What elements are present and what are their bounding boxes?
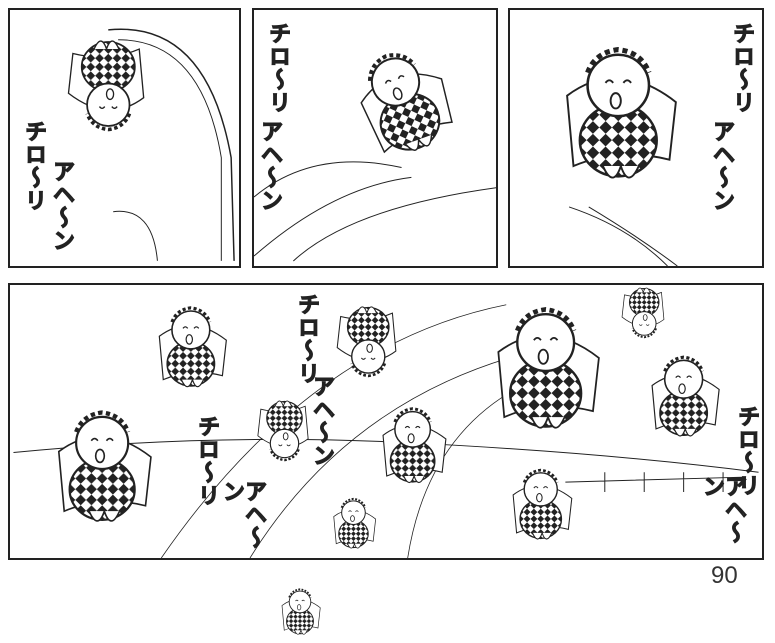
panel-2-art [254,39,496,262]
panel-4-art [13,286,759,558]
page-number: 90 [711,562,738,589]
manga-panel-3: チロ～リ アヘ～ン [508,8,764,268]
sound-effect: チロ～リ [728,21,754,114]
manga-panel-4: チロ～リ アヘ～ン チロ～リ アヘ～ン チロ～リ アヘ～ン [8,283,764,560]
sound-effect: アヘ～ン [308,374,334,467]
panel-3-art [510,10,762,266]
sound-effect: チロ～リ [20,119,46,212]
sound-effect: アヘ～ン [708,119,734,212]
sound-effect: アヘ～ン [48,159,74,252]
sound-effect: アヘ～ン [256,119,282,212]
sound-effect: チロ～リ [264,21,290,114]
manga-panel-2: チロ～リ アヘ～ン [252,8,498,268]
sound-effect: チロ～リ [293,292,319,385]
sound-effect: チロ～リ [733,404,759,497]
sound-effect: アヘ～ン [218,479,266,549]
panel-1-art [66,28,235,261]
sound-effect: アヘ～ン [698,474,746,544]
falling-character [270,578,330,638]
sound-effect: チロ～リ [193,414,219,507]
manga-panel-1: チロ～リ アヘ～ン [8,8,241,268]
